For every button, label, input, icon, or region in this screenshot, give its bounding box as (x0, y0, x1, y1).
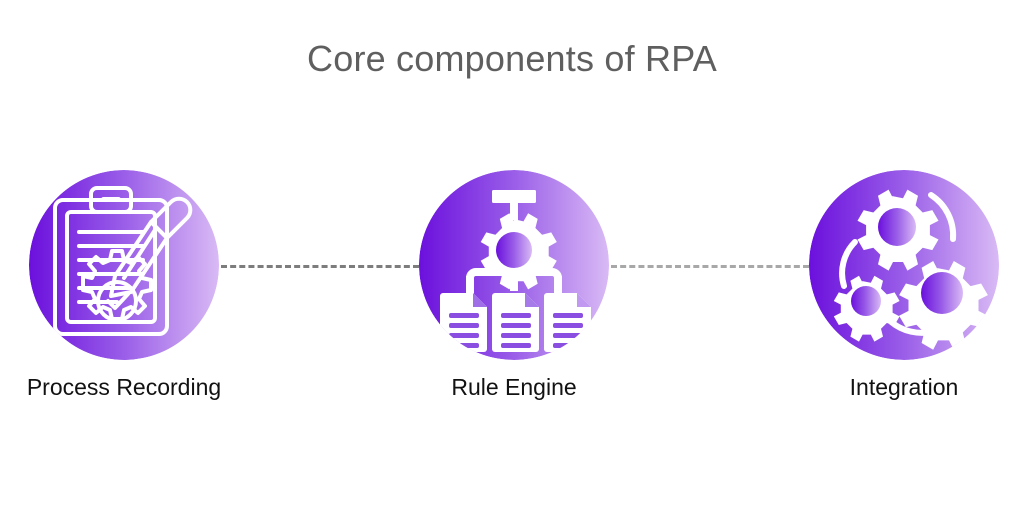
node-rule-engine-circle (419, 170, 609, 360)
node-integration[interactable]: Integration (809, 170, 999, 400)
node-rule-engine[interactable]: Rule Engine (419, 170, 609, 400)
node-rule-engine-label: Rule Engine (451, 374, 577, 400)
node-process-recording-circle (29, 170, 219, 360)
node-process-recording-label: Process Recording (26, 374, 222, 400)
connector-process-recording-to-rule-engine (221, 265, 419, 268)
connector-rule-engine-to-integration (611, 265, 809, 268)
page-title: Core components of RPA (307, 38, 717, 79)
node-process-recording[interactable]: Process Recording (27, 170, 221, 400)
node-integration-label: Integration (849, 374, 959, 400)
node-integration-circle (809, 170, 999, 360)
